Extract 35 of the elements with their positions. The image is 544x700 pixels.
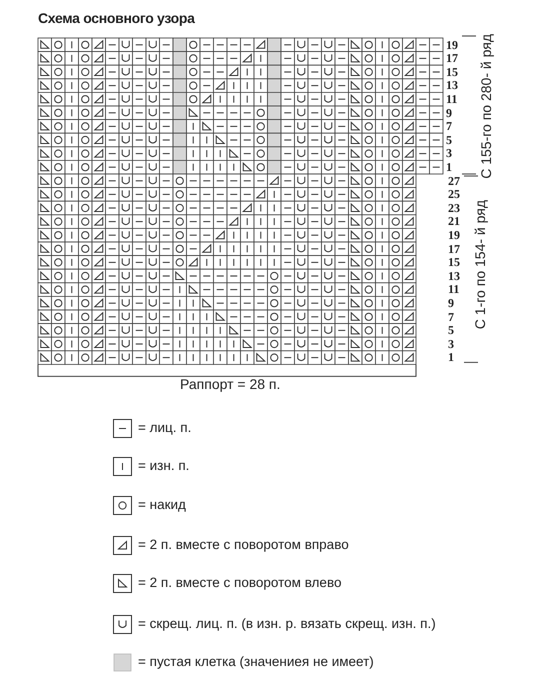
- row-number: 9: [446, 106, 452, 120]
- row-number: 7: [446, 120, 452, 134]
- row-number: 5: [446, 134, 452, 147]
- row-number: 15: [446, 66, 458, 79]
- row-number: 23: [448, 202, 460, 215]
- row-number: 15: [448, 256, 460, 270]
- legend-text: = пустая клетка (значениея не имеет): [138, 653, 374, 671]
- row-number: 13: [446, 79, 458, 92]
- row-number: 13: [448, 270, 460, 283]
- row-range-label: С 1-го по 154- й ряд: [472, 200, 488, 330]
- row-number: 3: [448, 338, 454, 351]
- chart-title: Схема основного узора: [38, 10, 195, 26]
- row-number: 5: [448, 324, 454, 338]
- row-number: 7: [448, 310, 454, 324]
- legend-text: = 2 п. вместе с поворотом влево: [138, 574, 342, 592]
- row-number: 11: [446, 92, 458, 106]
- row-range-label: С 155-го по 280- й ряд: [478, 34, 494, 179]
- row-number: 11: [448, 283, 460, 296]
- row-number: 19: [446, 38, 458, 52]
- row-number: 9: [448, 296, 454, 310]
- row-number: 17: [448, 242, 460, 256]
- row-number: 1: [448, 351, 454, 364]
- row-number: 17: [446, 52, 458, 66]
- row-number: 1: [446, 160, 452, 174]
- legend-text: = 2 п. вместе с поворотом вправо: [138, 536, 349, 554]
- row-number: 3: [446, 147, 452, 160]
- legend-text: = изн. п.: [138, 457, 190, 475]
- repeat-label: Раппорт = 28 п.: [180, 376, 280, 392]
- legend-text: = накид: [138, 496, 186, 514]
- row-number: 25: [448, 188, 460, 202]
- row-number: 21: [448, 215, 460, 228]
- legend-text: = лиц. п.: [138, 419, 192, 437]
- legend-text: = скрещ. лиц. п. (в изн. р. вязать скрещ. изн. п.): [138, 615, 436, 633]
- row-number: 27: [448, 174, 460, 188]
- row-number: 19: [448, 228, 460, 242]
